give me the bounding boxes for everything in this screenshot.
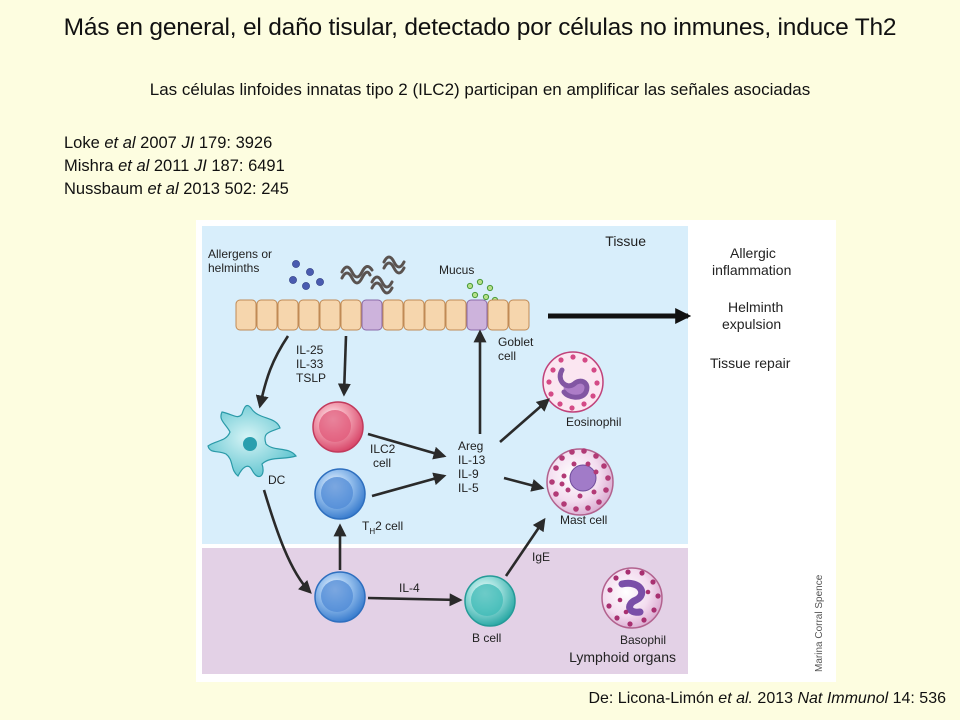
diagram-figure: Tissue Lymphoid organs Allergens or helm… [196, 220, 836, 682]
b-cell [464, 575, 516, 627]
ilc2-cell [312, 401, 364, 453]
arrow-cytokines-to-mast-cell [503, 476, 545, 492]
ref-author: Mishra [64, 157, 119, 175]
artist-credit: Marina Corral Spence [814, 574, 825, 672]
ilc2-label: ILC2 [370, 442, 396, 456]
signal-il25: IL-25 [296, 343, 324, 357]
ref-journal: JI [181, 134, 195, 152]
signal-il33: IL-33 [296, 357, 324, 371]
citation-journal: Nat Immunol [797, 690, 889, 707]
goblet-label: Goblet [498, 335, 534, 349]
ref-rest: 179: 3926 [194, 134, 273, 152]
ref-rest: 187: 6491 [206, 157, 285, 175]
ref-year: 2013 502: 245 [178, 180, 289, 198]
dc-label: DC [268, 473, 286, 487]
il4-label: IL-4 [399, 581, 420, 595]
ref-author: Loke [64, 134, 105, 152]
eosinophil-label: Eosinophil [566, 415, 621, 429]
ref-journal: JI [193, 157, 207, 175]
mast-cell-label: Mast cell [560, 513, 607, 527]
allergen-particles [289, 260, 324, 290]
tissue-label: Tissue [605, 233, 646, 249]
arrow-ilc2-to-cytokines [367, 432, 447, 460]
outcome-tissue-repair: Tissue repair [710, 355, 791, 371]
arrow-th2-to-cytokines [371, 472, 447, 498]
epithelial-layer [235, 299, 530, 331]
outcome-helminth: Helminth [728, 299, 783, 315]
th2-label: TH2 cell [362, 519, 403, 536]
source-citation: De: Licona-Limón et al. 2013 Nat Immunol… [588, 690, 946, 708]
arrow-epithelium-to-ilc2 [337, 335, 351, 397]
reference-item: Loke et al 2007 JI 179: 3926 [64, 132, 289, 155]
helminths-label: helminths [208, 261, 259, 275]
dendritic-cell [207, 404, 298, 478]
reference-list: Loke et al 2007 JI 179: 3926 Mishra et a… [64, 132, 289, 201]
eosinophil-cell [542, 351, 604, 413]
mucus-label: Mucus [439, 263, 474, 277]
mast-cell [546, 448, 614, 516]
arrow-dc-to-t-cell [262, 489, 312, 594]
th2-cell [314, 468, 366, 520]
b-cell-label: B cell [472, 631, 501, 645]
arrow-epithelium-to-dc [255, 335, 290, 409]
reference-item: Mishra et al 2011 JI 187: 6491 [64, 155, 289, 178]
page-title: Más en general, el daño tisular, detecta… [63, 14, 897, 41]
cytokine-il9: IL-9 [458, 467, 479, 481]
pathway-arrows [255, 329, 550, 607]
citation-etal: et al. [718, 690, 753, 707]
page-subtitle: Las células linfoides innatas tipo 2 (IL… [149, 80, 811, 99]
citation-volume: 14: 536 [888, 690, 946, 707]
signal-tslp: TSLP [296, 371, 326, 385]
ref-etal: et al [118, 157, 150, 175]
lymphoid-label: Lymphoid organs [569, 649, 676, 665]
arrow-cytokines-to-eosinophil [499, 398, 550, 443]
helminth-worms-icon [340, 255, 406, 295]
citation-authors: De: Licona-Limón [588, 690, 719, 707]
ref-author: Nussbaum [64, 180, 148, 198]
ilc2-cell-label: cell [373, 456, 391, 470]
goblet-cell-label: cell [498, 349, 516, 363]
citation-year: 2013 [752, 690, 798, 707]
reference-item: Nussbaum et al 2013 502: 245 [64, 178, 289, 201]
outcome-expulsion: expulsion [722, 316, 781, 332]
arrow-ige-to-mast-cell [504, 517, 546, 577]
naive-t-cell [314, 571, 366, 623]
immune-pathway-diagram: Tissue Lymphoid organs Allergens or helm… [196, 220, 825, 682]
outcome-allergic: Allergic [730, 245, 776, 261]
arrow-il4-to-b-cell [367, 593, 463, 607]
ref-etal: et al [147, 180, 179, 198]
ref-year: 2011 [149, 157, 194, 175]
ref-etal: et al [104, 134, 136, 152]
cytokine-il13: IL-13 [458, 453, 486, 467]
basophil-label: Basophil [620, 633, 666, 647]
allergens-label: Allergens or [208, 247, 272, 261]
cytokine-areg: Areg [458, 439, 483, 453]
outcome-inflammation: inflammation [712, 262, 791, 278]
basophil-cell [601, 567, 663, 629]
ige-label: IgE [532, 550, 550, 564]
cytokine-il5: IL-5 [458, 481, 479, 495]
ref-year: 2007 [135, 134, 182, 152]
